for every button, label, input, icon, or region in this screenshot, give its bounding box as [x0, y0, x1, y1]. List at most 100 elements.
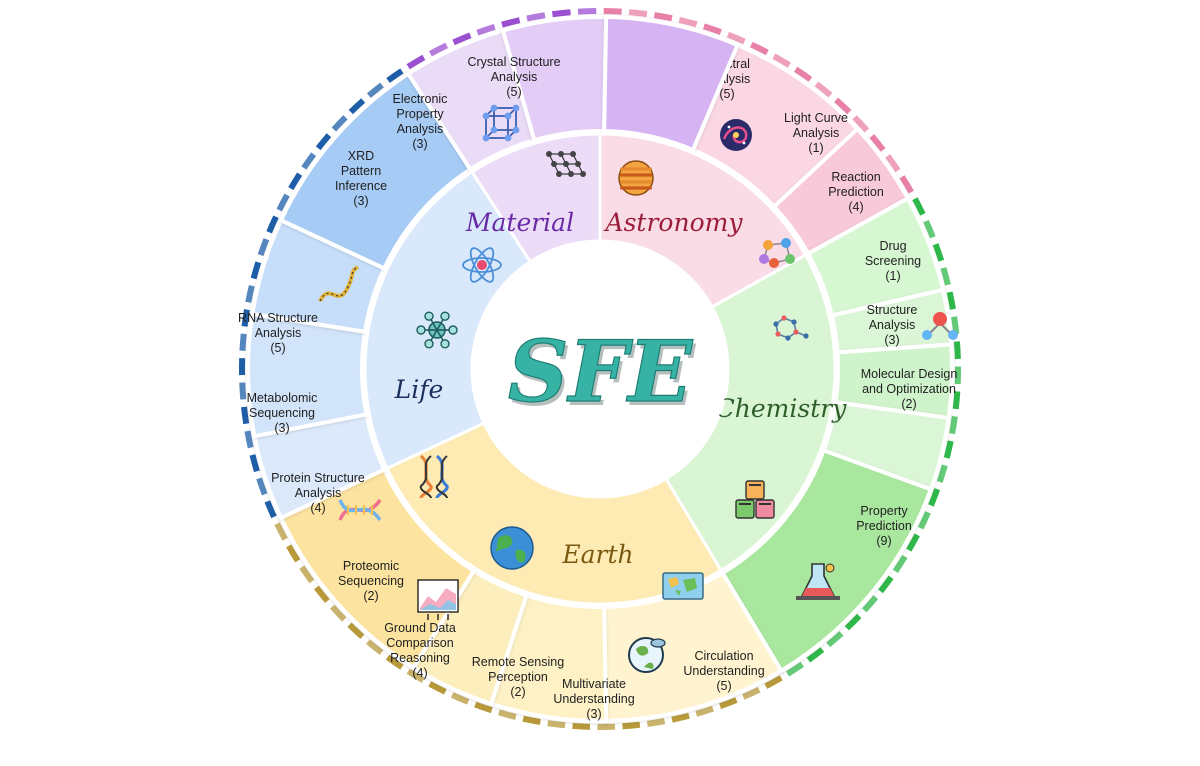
- rim-segment: [742, 686, 761, 700]
- rim-segment: [238, 358, 246, 376]
- rim-segment: [301, 152, 317, 170]
- task-label-line: (4): [412, 666, 427, 680]
- dna-pair-icon: [419, 454, 449, 499]
- rim-segment: [241, 406, 250, 425]
- task-label-line: (2): [510, 685, 525, 699]
- rim-segment: [315, 133, 332, 151]
- rim-segment: [526, 12, 546, 22]
- rim-segment: [386, 68, 404, 83]
- rim-segment: [646, 718, 666, 727]
- task-label-line: XRD: [348, 149, 374, 163]
- dna-helix-icon: [338, 498, 382, 522]
- rim-segment: [892, 555, 908, 573]
- domain-label-chemistry: Chemistry: [716, 394, 848, 423]
- rim-segment: [764, 675, 783, 689]
- task-label-line: (9): [876, 534, 891, 548]
- rim-segment: [834, 97, 852, 115]
- rim-segment: [932, 243, 945, 262]
- water-molecule-icon: [922, 312, 958, 340]
- world-map-icon: [662, 572, 704, 600]
- rim-segment: [954, 366, 961, 385]
- task-label-line: Perception: [488, 670, 548, 684]
- molecule-network-icon: [759, 238, 795, 268]
- rim-segment: [250, 261, 262, 280]
- task-label-line: Understanding: [683, 664, 764, 678]
- rim-segment: [862, 595, 879, 613]
- task-label-line: (3): [884, 333, 899, 347]
- rim-segment: [331, 115, 348, 132]
- task-label-line: Analysis: [869, 318, 916, 332]
- rim-segment: [952, 391, 961, 410]
- rim-segment: [348, 98, 366, 115]
- rim-segment: [695, 705, 714, 717]
- task-label-line: (3): [353, 194, 368, 208]
- rim-segment: [951, 316, 960, 335]
- task-ring: Star Perception andComparison(2)Spectral…: [238, 14, 957, 723]
- galaxy-icon: [720, 119, 752, 151]
- rim-segment: [257, 238, 270, 257]
- domain-label-life: Life: [394, 375, 444, 404]
- crystal-lattice-icon: [546, 151, 586, 177]
- outer-rim: [238, 8, 961, 731]
- task-label-line: Screening: [865, 254, 921, 268]
- rim-segment: [628, 9, 648, 18]
- periodic-elements-icon: [735, 480, 775, 519]
- task-label-line: Reaction: [831, 170, 880, 184]
- task-label-line: Property: [396, 107, 444, 121]
- task-label-line: Sequencing: [249, 406, 315, 420]
- center-circle: [472, 241, 728, 497]
- rim-segment: [501, 17, 521, 28]
- task-label-line: Inference: [335, 179, 387, 193]
- rim-segment: [474, 701, 493, 714]
- rim-segment: [450, 692, 470, 705]
- task-label-line: (4): [848, 200, 863, 214]
- rim-segment: [806, 647, 825, 663]
- task-label-line: (2): [363, 589, 378, 603]
- rim-segment: [936, 464, 948, 483]
- rim-segment: [814, 81, 833, 98]
- task-label-line: (1): [885, 269, 900, 283]
- rim-segment: [844, 613, 862, 631]
- rim-segment: [406, 54, 426, 70]
- rim-segment: [671, 712, 690, 723]
- rim-segment: [794, 66, 813, 82]
- center-title: SFE: [508, 322, 693, 421]
- task-label-line: Light Curve: [784, 111, 848, 125]
- task-label-line: Electronic: [393, 92, 448, 106]
- rim-segment: [917, 511, 931, 530]
- domain-label-material: Material: [465, 208, 574, 237]
- rim-segment: [498, 709, 517, 720]
- task-label-line: (3): [586, 707, 601, 721]
- task-label-line: Prediction: [856, 519, 912, 533]
- rim-segment: [266, 215, 279, 234]
- rim-segment: [678, 16, 698, 28]
- task-label-line: RNA Structure: [238, 311, 318, 325]
- rim-segment: [385, 654, 404, 670]
- rim-segment: [750, 41, 769, 56]
- rim-segment: [522, 715, 541, 725]
- task-label-line: Comparison: [386, 636, 453, 650]
- task-label-line: Structure: [867, 303, 918, 317]
- planet-icon: [618, 160, 654, 196]
- domain-label-earth: Earth: [561, 540, 633, 569]
- crystal-cube-icon: [482, 104, 520, 142]
- rim-segment: [719, 697, 738, 710]
- rim-segment: [428, 681, 447, 695]
- rim-segment: [899, 175, 914, 194]
- weather-globe-icon: [628, 637, 666, 673]
- rim-segment: [772, 53, 791, 68]
- task-label-line: Metabolomic: [247, 391, 318, 405]
- task-label-line: Sequencing: [338, 574, 404, 588]
- rim-segment: [547, 720, 566, 729]
- task-label-line: (5): [506, 85, 521, 99]
